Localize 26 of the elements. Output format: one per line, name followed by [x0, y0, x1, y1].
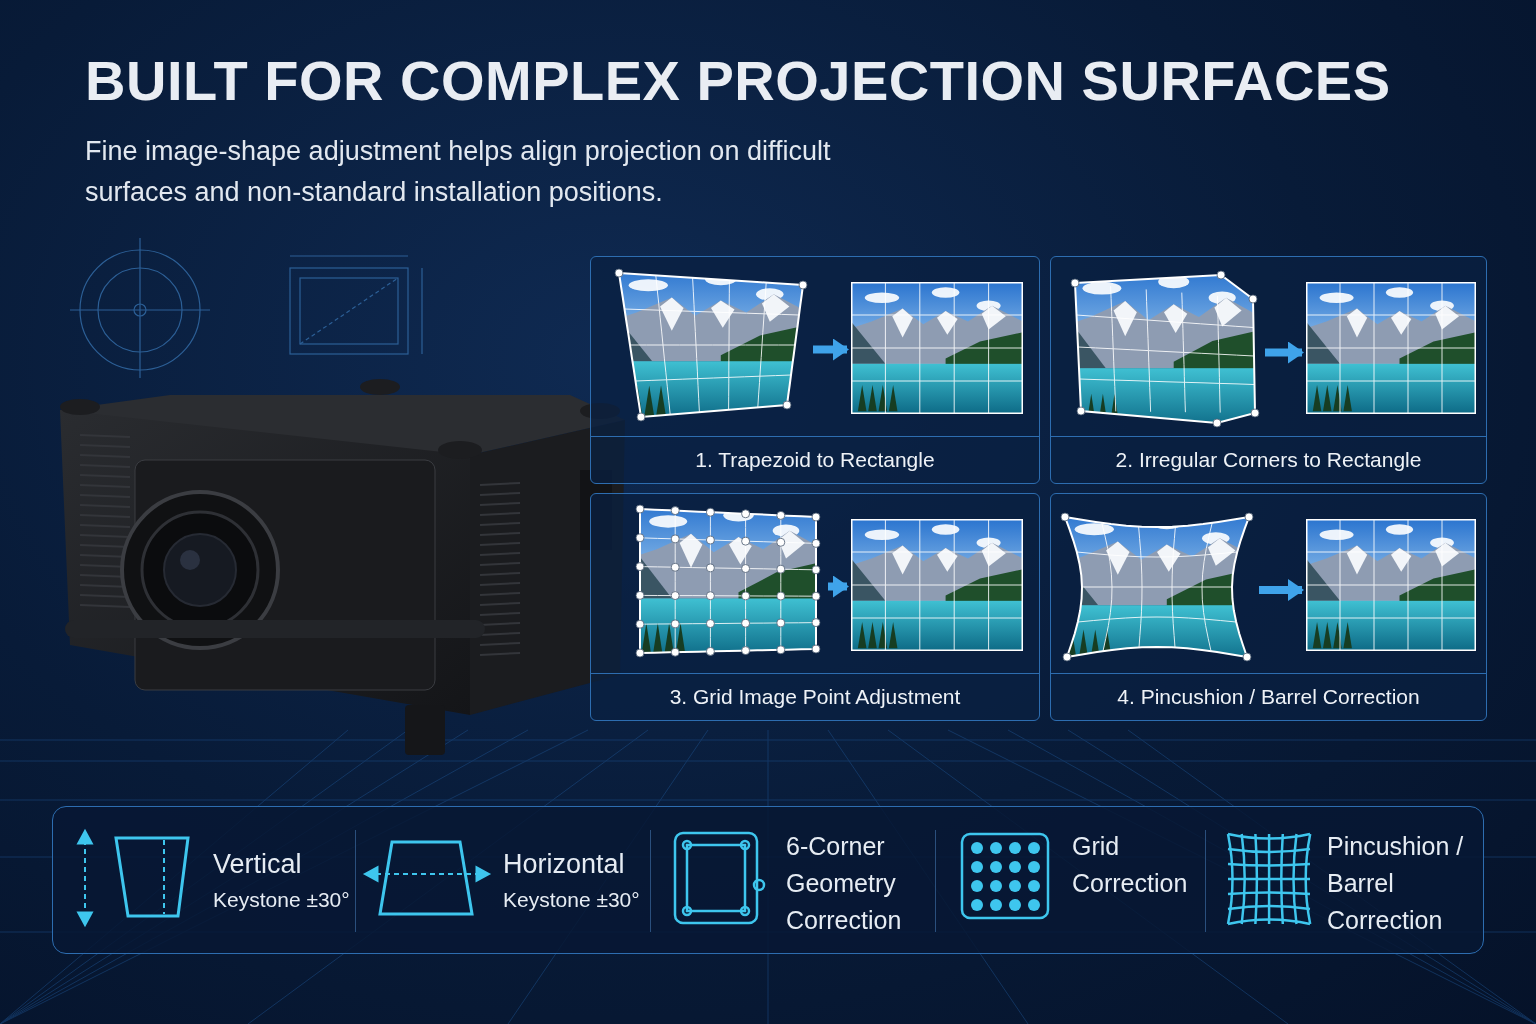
- subtitle: Fine image-shape adjustment helps align projection on difficult surfaces and non-standard installation positions.: [85, 135, 832, 209]
- landscape-picture: [1059, 511, 1255, 663]
- feature-name: Vertical: [213, 848, 303, 881]
- arrow: [828, 575, 849, 598]
- landscape-picture: [613, 267, 809, 419]
- feature-name: Grid Correction: [1072, 831, 1189, 899]
- example-panel: [590, 256, 1040, 484]
- landscape-picture: [1067, 269, 1261, 429]
- landscape-picture: [634, 503, 824, 657]
- title: BUILT FOR COMPLEX PROJECTION SURFACES: [85, 48, 1391, 113]
- feature-name: 6-Corner Geometry Correction: [786, 831, 903, 936]
- example-panel: [1050, 493, 1487, 721]
- feature-name: Pincushion / Barrel Correction: [1327, 831, 1465, 936]
- panel-caption: 4. Pincushion / Barrel Correction: [1117, 685, 1420, 709]
- example-panel: [1050, 256, 1487, 484]
- landscape-picture: [1306, 519, 1476, 651]
- landscape-picture: [851, 519, 1023, 651]
- feature-name: Horizontal: [503, 848, 626, 881]
- feature-detail: Keystone ±30°: [213, 887, 351, 913]
- panel-caption: 1. Trapezoid to Rectangle: [695, 448, 935, 472]
- landscape-picture: [851, 282, 1023, 414]
- landscape-picture: [1306, 282, 1476, 414]
- panel-caption: 2. Irregular Corners to Rectangle: [1115, 448, 1422, 472]
- feature-detail: Keystone ±30°: [503, 887, 641, 913]
- panel-caption: 3. Grid Image Point Adjustment: [669, 685, 961, 709]
- example-panel: [590, 493, 1040, 721]
